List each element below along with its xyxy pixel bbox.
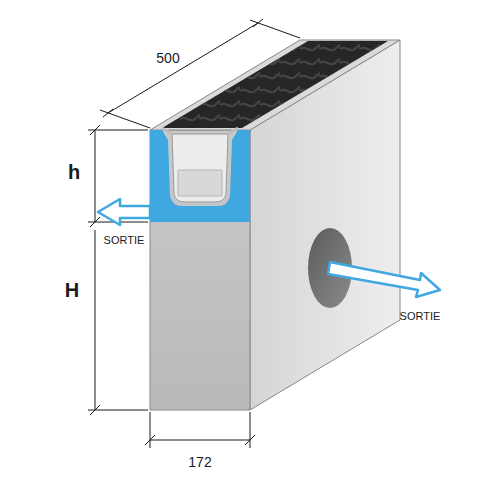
dimension-500 — [100, 19, 300, 128]
dimension-value: 500 — [156, 51, 179, 65]
channel-body — [150, 130, 250, 222]
front-face — [150, 130, 250, 410]
dimension-symbol: h — [68, 162, 80, 182]
dimension-symbol: H — [65, 280, 79, 300]
frame-edge — [162, 128, 238, 134]
outlet-arrow — [328, 262, 440, 297]
silt-basket — [178, 170, 222, 196]
grating — [162, 41, 388, 128]
dimension-h-H — [88, 125, 148, 415]
top-face — [150, 40, 400, 130]
channel-interior — [172, 134, 228, 202]
grating-pattern — [162, 41, 388, 128]
outlet-label: SORTIE — [104, 235, 145, 246]
dimension-value: 172 — [188, 455, 211, 469]
outlet-label: SORTIE — [400, 311, 441, 322]
dimension-172 — [145, 412, 255, 448]
outlet-arrow — [98, 199, 150, 225]
